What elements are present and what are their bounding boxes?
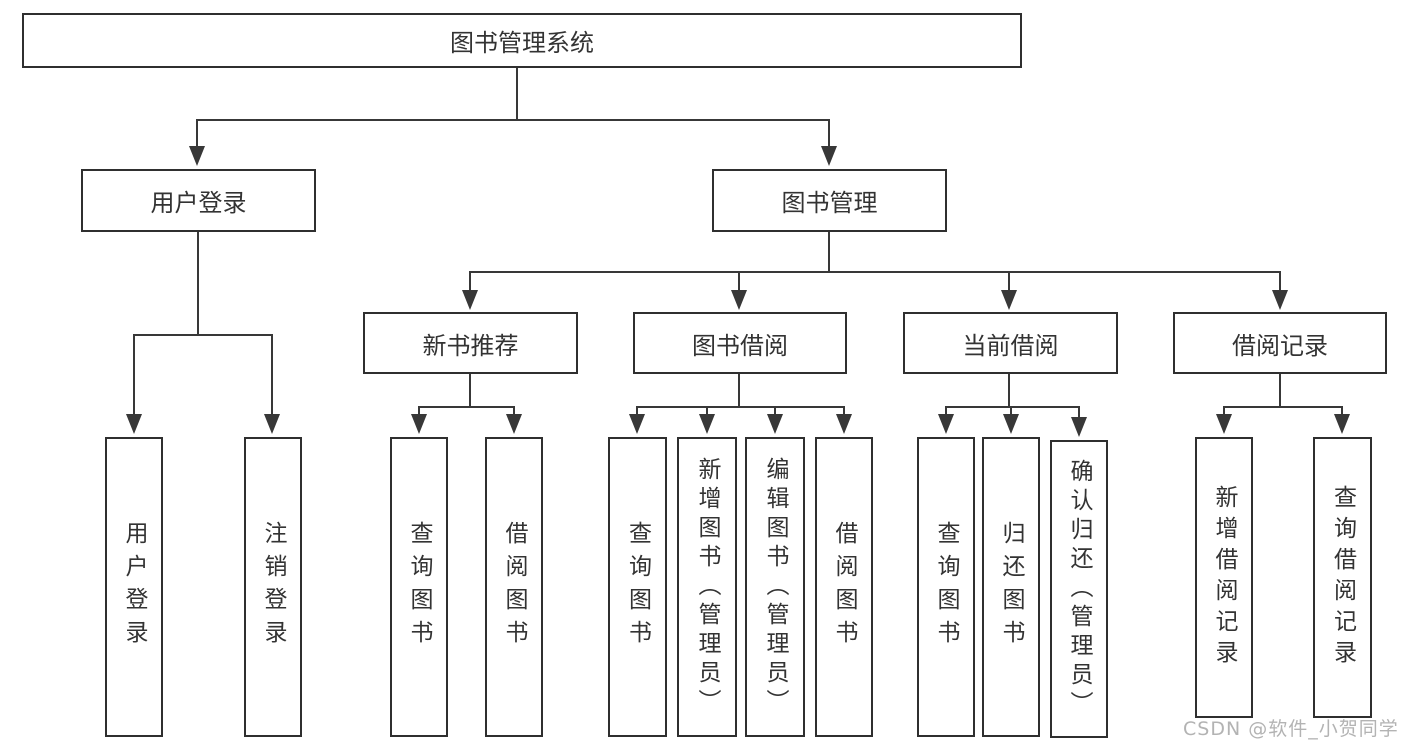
connector-line [1279,374,1281,408]
connector-line [196,119,198,149]
connector-arrow [411,414,427,434]
leaf-logout: 注销登录 [244,437,302,737]
connector-line [1078,406,1080,419]
connector-line [828,232,830,273]
node-book-borrow: 图书借阅 [633,312,847,374]
connector-line [843,406,845,416]
connector-line [469,271,1281,273]
csdn-watermark: CSDN @软件_小贺同学 [1183,718,1399,740]
connector-line [738,271,740,291]
node-user-login: 用户登录 [81,169,316,232]
connector-line [1223,406,1225,416]
connector-arrow [189,146,205,166]
connector-line [516,68,518,120]
connector-line [706,406,708,416]
leaf-borrow-books: 借阅图书 [815,437,873,737]
connector-line [469,271,471,291]
connector-line [636,406,638,416]
connector-line [513,406,515,416]
leaf-add-borrow-record: 新增借阅记录 [1195,437,1253,718]
connector-arrow [938,414,954,434]
leaf-confirm-return-admin: 确认归还（管理员） [1050,440,1108,738]
connector-line [945,406,1080,408]
connector-arrow [731,290,747,310]
leaf-return-books: 归还图书 [982,437,1040,737]
connector-arrow [821,146,837,166]
connector-arrow [629,414,645,434]
leaf-user-login: 用户登录 [105,437,163,737]
connector-line [1341,406,1343,416]
leaf-query-books-recommend: 查询图书 [390,437,448,737]
connector-line [738,374,740,408]
connector-line [133,334,273,336]
leaf-query-borrow-record: 查询借阅记录 [1313,437,1372,718]
leaf-query-books-current: 查询图书 [917,437,975,737]
connector-arrow [1071,417,1087,437]
connector-line [636,406,845,408]
node-root: 图书管理系统 [22,13,1022,68]
connector-line [271,334,273,414]
leaf-edit-books-admin: 编辑图书（管理员） [745,437,805,737]
leaf-query-books-borrow: 查询图书 [608,437,667,737]
connector-line [828,119,830,149]
connector-line [945,406,947,416]
connector-line [133,334,135,414]
node-book-management: 图书管理 [712,169,947,232]
connector-line [1010,406,1012,416]
leaf-add-books-admin: 新增图书（管理员） [677,437,737,737]
connector-line [469,374,471,408]
connector-line [1008,271,1010,291]
connector-line [774,406,776,416]
connector-arrow [462,290,478,310]
connector-line [1279,271,1281,291]
connector-line [1223,406,1343,408]
connector-arrow [1003,414,1019,434]
connector-line [418,406,420,416]
node-new-book-recommend: 新书推荐 [363,312,578,374]
connector-arrow [506,414,522,434]
connector-arrow [767,414,783,434]
connector-line [1008,374,1010,408]
connector-line [197,232,199,336]
connector-arrow [836,414,852,434]
connector-line [418,406,515,408]
connector-arrow [1001,290,1017,310]
connector-line [196,119,830,121]
leaf-borrow-books-recommend: 借阅图书 [485,437,543,737]
node-current-borrow: 当前借阅 [903,312,1118,374]
connector-arrow [1272,290,1288,310]
connector-arrow [1216,414,1232,434]
connector-arrow [1334,414,1350,434]
node-borrow-records: 借阅记录 [1173,312,1387,374]
connector-arrow [126,414,142,434]
connector-arrow [264,414,280,434]
connector-arrow [699,414,715,434]
